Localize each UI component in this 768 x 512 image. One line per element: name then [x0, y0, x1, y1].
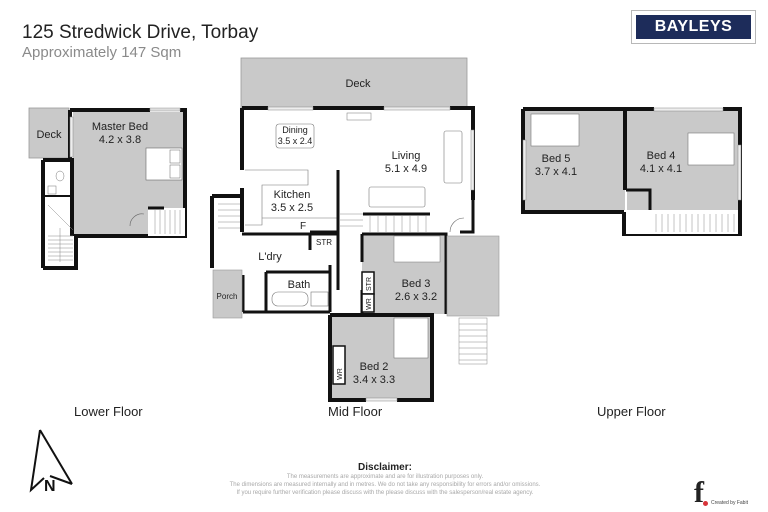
upper-floor-label: Upper Floor [597, 404, 666, 419]
bed-3-storage-label: STR [366, 277, 373, 291]
disclaimer-line-1: The measurements are approximate and are… [286, 474, 484, 480]
bed-2-size: 3.4 x 3.3 [353, 374, 395, 386]
dining-size: 3.5 x 2.4 [278, 136, 313, 146]
bed-2-wardrobe-label: WR [337, 368, 344, 380]
fabit-dot-icon [703, 501, 708, 506]
mid-storage-label: STR [316, 238, 332, 247]
logo-text: BAYLEYS [636, 15, 751, 39]
fridge-label: F [300, 221, 306, 232]
kitchen-size: 3.5 x 2.5 [271, 202, 313, 214]
bed-5-label: Bed 5 [542, 153, 571, 165]
lower-floor-plan: Deck Master Bed 4.2 x 3.8 [28, 107, 187, 270]
bed-5-size: 3.7 x 4.1 [535, 166, 577, 178]
living-size: 5.1 x 4.9 [385, 163, 427, 175]
bayleys-logo: BAYLEYS [631, 10, 756, 44]
disclaimer-heading: Disclaimer: [358, 462, 412, 473]
north-compass: N [28, 426, 78, 502]
laundry-label: L'dry [258, 251, 282, 263]
bed-2-label: Bed 2 [360, 361, 389, 373]
master-bed-size: 4.2 x 3.8 [99, 134, 141, 146]
porch-label: Porch [217, 292, 238, 301]
mid-deck-label: Deck [345, 78, 371, 90]
living-label: Living [392, 150, 421, 162]
bed-4-label: Bed 4 [647, 150, 676, 162]
bed-3-wardrobe-label: WR [366, 298, 373, 310]
dining-label: Dining [282, 125, 308, 135]
bed-4-size: 4.1 x 4.1 [640, 163, 682, 175]
property-area: Approximately 147 Sqm [22, 44, 182, 61]
disclaimer-line-3: If you require further verification plea… [236, 490, 534, 496]
upper-floor-plan: Bed 5 3.7 x 4.1 Bed 4 4.1 x 4.1 [521, 107, 742, 236]
mid-floor-plan: Deck Dining 3.5 x 2.4 Living 5.1 x 4.9 K… [210, 57, 500, 402]
kitchen-label: Kitchen [274, 189, 311, 201]
bed-3-size: 2.6 x 3.2 [395, 291, 437, 303]
disclaimer: Disclaimer: The measurements are approxi… [180, 462, 590, 497]
bath-label: Bath [288, 279, 311, 291]
master-bed-label: Master Bed [92, 121, 148, 133]
north-label: N [44, 478, 56, 495]
disclaimer-line-2: The dimensions are measured internally a… [229, 482, 541, 488]
fabit-credit-text: Created by Fabit [711, 500, 748, 506]
porch-area [212, 269, 243, 319]
lower-deck-label: Deck [36, 129, 62, 141]
mid-floor-label: Mid Floor [328, 404, 383, 419]
fabit-logo-icon: f [694, 476, 704, 509]
lower-deck [28, 107, 70, 159]
property-address: 125 Stredwick Drive, Torbay [22, 22, 259, 43]
mid-deck [240, 57, 468, 109]
north-arrow-icon [29, 429, 73, 493]
lower-floor-label: Lower Floor [74, 404, 143, 419]
fabit-credit: f Created by Fabit [694, 478, 764, 508]
bed-3-label: Bed 3 [402, 278, 431, 290]
